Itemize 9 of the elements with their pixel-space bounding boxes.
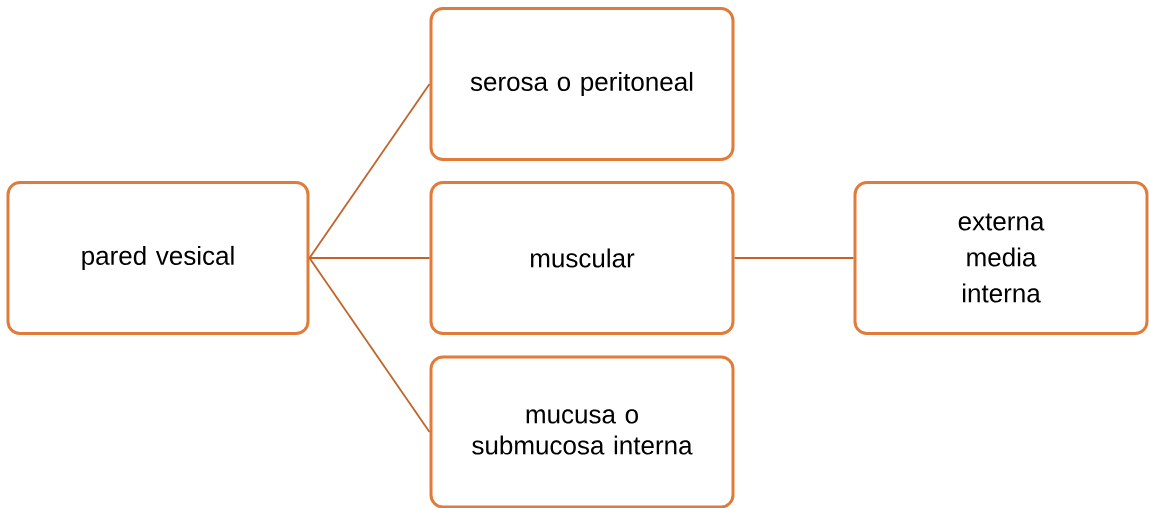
connector-line bbox=[733, 257, 855, 259]
connector-line bbox=[308, 257, 431, 259]
connector-line bbox=[308, 257, 431, 433]
process-box: mucusa o submucosa interna bbox=[429, 355, 735, 508]
process-box: muscular bbox=[429, 181, 735, 335]
process-box: serosa o peritoneal bbox=[429, 7, 735, 161]
connector-line bbox=[308, 83, 431, 259]
process-box: pared vesical bbox=[6, 181, 310, 335]
process-box: externa media interna bbox=[853, 181, 1149, 335]
